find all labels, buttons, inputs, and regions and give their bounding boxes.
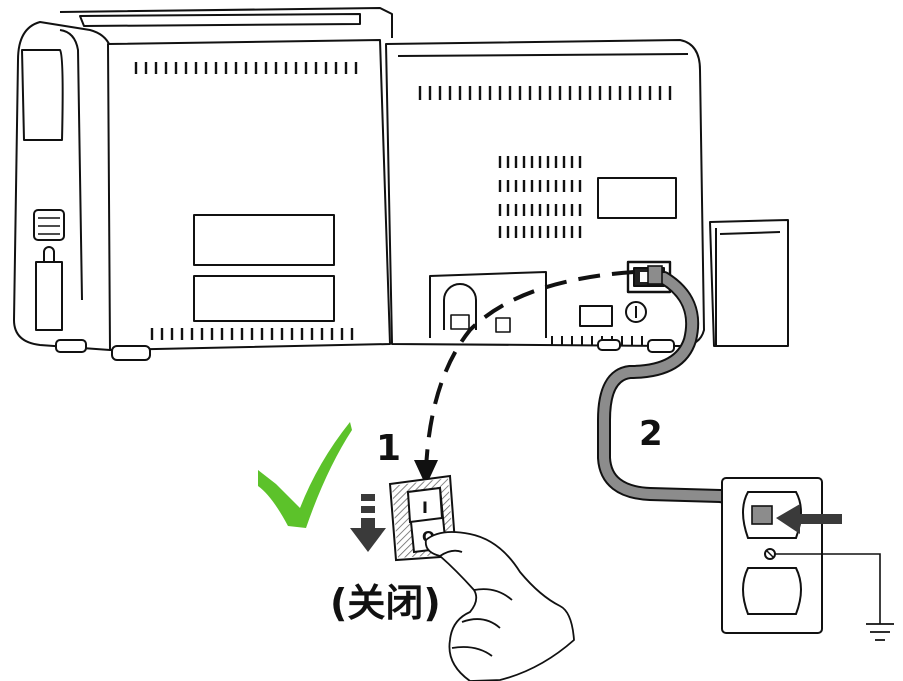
arrow-down-icon bbox=[350, 494, 386, 552]
vent-row-top-left bbox=[134, 62, 358, 74]
ground-symbol bbox=[866, 623, 894, 641]
arrow-left-icon bbox=[776, 504, 842, 534]
switch-state-label: (关闭) bbox=[330, 581, 441, 625]
wall-outlet bbox=[721, 477, 881, 634]
step-1-label: 1 bbox=[376, 428, 401, 469]
fan-grille bbox=[498, 156, 582, 238]
hand bbox=[424, 531, 575, 681]
arrow-down-icon bbox=[414, 460, 438, 486]
step-2-label: 2 bbox=[639, 414, 663, 454]
check-mark-icon bbox=[258, 422, 352, 528]
dashed-path-to-switch bbox=[414, 270, 635, 486]
printer-illustration bbox=[13, 7, 789, 361]
vent-row-top-right bbox=[418, 86, 672, 100]
power-switch bbox=[388, 474, 458, 562]
power-cable bbox=[597, 265, 769, 523]
switch-on-mark: I bbox=[422, 498, 428, 517]
vent-row-bottom-left bbox=[150, 328, 354, 340]
